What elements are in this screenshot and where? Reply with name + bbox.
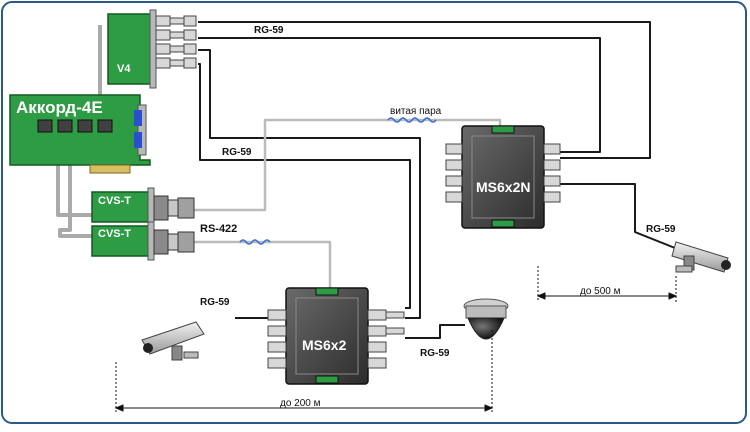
ribbon-cable-1 xyxy=(56,150,92,217)
label-rg59-dome: RG-59 xyxy=(420,348,450,359)
label-distance-right: до 500 м xyxy=(580,286,621,297)
cvs-card-2: CVS-T xyxy=(91,221,195,261)
cable-cam-right xyxy=(560,183,676,249)
ms6x2-box: MS6x2 xyxy=(267,287,405,385)
v4-card: V4 xyxy=(107,9,197,89)
akkord-label: Аккорд-4E xyxy=(16,98,103,117)
cable-rg59-v4-2 xyxy=(198,37,601,153)
cable-rg59-mid xyxy=(198,63,411,309)
twisted-pair-mark-lower xyxy=(239,239,271,245)
dome-camera-icon xyxy=(463,298,509,340)
label-rg59-cam-left: RG-59 xyxy=(200,297,230,308)
cable-rg59-top xyxy=(198,21,651,159)
label-rg59-top: RG-59 xyxy=(254,25,284,36)
cable-rs422-lower xyxy=(175,240,332,290)
akkord-card: Аккорд-4E xyxy=(9,94,151,174)
label-rg59-mid: RG-59 xyxy=(222,147,252,158)
v4-label: V4 xyxy=(117,63,131,75)
ms6x2n-label: MS6x2N xyxy=(476,179,530,195)
cable-rg59-v4-3 xyxy=(198,49,421,319)
label-distance-left: до 200 м xyxy=(280,398,321,409)
cvs1-label: CVS-T xyxy=(98,195,131,207)
outer-border xyxy=(1,1,747,424)
distance-left-line xyxy=(114,330,494,414)
cvs2-label: CVS-T xyxy=(98,228,131,240)
label-rg59-cam-right: RG-59 xyxy=(646,224,676,235)
label-rs422: RS-422 xyxy=(200,223,237,235)
cvs-card-1: CVS-T xyxy=(91,187,195,227)
camera-left-icon xyxy=(141,321,205,361)
cable-layer xyxy=(56,21,676,339)
twisted-pair-mark-upper xyxy=(387,117,437,123)
cable-rs422-upper xyxy=(175,118,502,212)
ms6x2-label: MS6x2 xyxy=(302,337,347,353)
cable-dome xyxy=(405,324,465,339)
camera-right-icon xyxy=(671,241,731,273)
ms6x2n-box: MS6x2N xyxy=(445,125,561,229)
ribbon-cable-2 xyxy=(58,150,92,238)
label-twisted-pair: витая пара xyxy=(390,106,442,117)
distance-right-line xyxy=(536,266,678,302)
